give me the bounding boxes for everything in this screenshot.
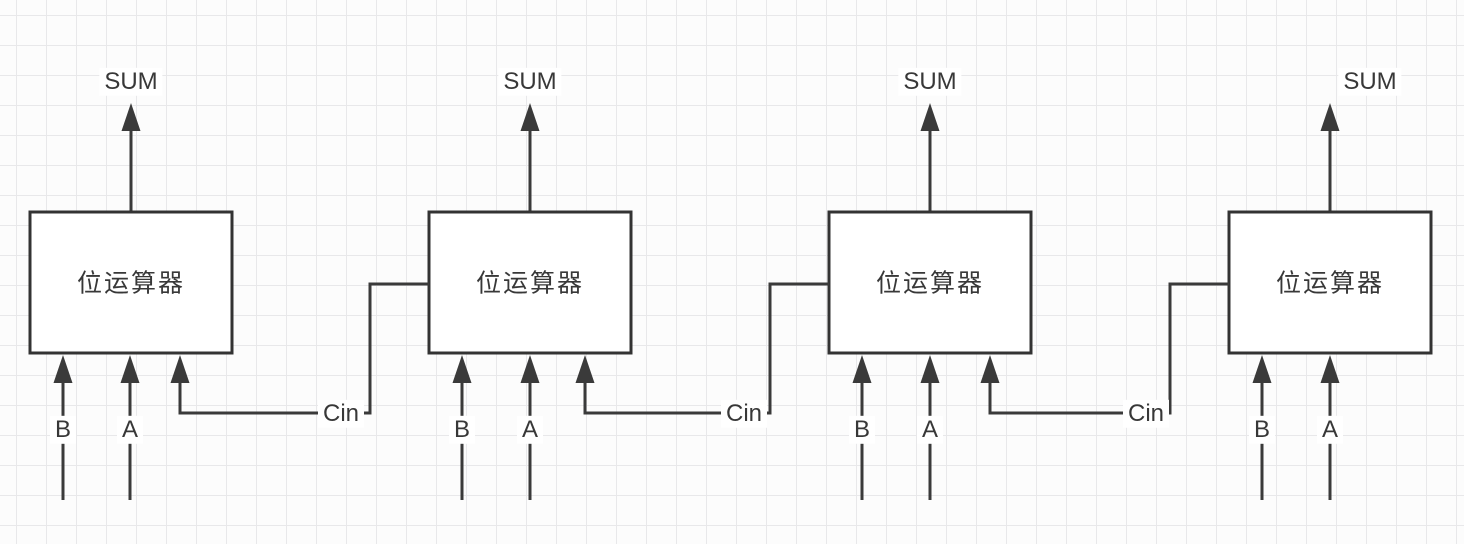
carry-wire <box>988 282 1229 415</box>
adder-unit-2 <box>427 103 633 500</box>
sum-arrowhead-icon <box>520 103 540 131</box>
cin-label: Cin <box>720 399 768 429</box>
adder-box <box>1227 210 1433 355</box>
input-b-label: B <box>848 415 876 445</box>
input-a-arrowhead-icon <box>520 355 540 383</box>
carry-arrowhead-icon <box>980 355 1000 383</box>
sum-arrowhead-icon <box>1320 103 1340 131</box>
input-b-arrowhead-icon <box>53 355 73 383</box>
carry-arrowhead-icon <box>170 355 190 383</box>
sum-arrowhead-icon <box>121 103 141 131</box>
input-a-label: A <box>1316 415 1344 445</box>
carry-connector-1 <box>170 282 429 415</box>
adder-box <box>827 210 1033 355</box>
cin-label: Cin <box>317 399 365 429</box>
cin-label: Cin <box>1122 399 1170 429</box>
adder-unit-3 <box>827 103 1033 500</box>
sum-arrowhead-icon <box>920 103 940 131</box>
input-a-label: A <box>916 415 944 445</box>
input-b-label: B <box>448 415 476 445</box>
adder-box-label: 位运算器 <box>76 269 186 298</box>
adder-box-label: 位运算器 <box>875 269 985 298</box>
input-b-arrowhead-icon <box>852 355 872 383</box>
adder-box <box>427 210 633 355</box>
sum-label: SUM <box>1338 67 1402 97</box>
sum-label: SUM <box>99 67 163 97</box>
input-b-label: B <box>1248 415 1276 445</box>
adder-box-label: 位运算器 <box>475 269 585 298</box>
carry-connector-3 <box>980 282 1229 415</box>
input-a-arrowhead-icon <box>1320 355 1340 383</box>
input-b-arrowhead-icon <box>1252 355 1272 383</box>
carry-wire <box>583 282 829 415</box>
carry-arrowhead-icon <box>575 355 595 383</box>
adder-box <box>28 210 234 355</box>
sum-label: SUM <box>498 67 562 97</box>
sum-label: SUM <box>898 67 962 97</box>
input-b-arrowhead-icon <box>452 355 472 383</box>
input-a-label: A <box>516 415 544 445</box>
input-a-arrowhead-icon <box>120 355 140 383</box>
input-a-arrowhead-icon <box>920 355 940 383</box>
adder-unit-1 <box>28 103 234 500</box>
input-b-label: B <box>49 415 77 445</box>
input-a-label: A <box>116 415 144 445</box>
carry-wire <box>178 282 429 415</box>
carry-connector-2 <box>575 282 829 415</box>
adder-box-label: 位运算器 <box>1275 269 1385 298</box>
